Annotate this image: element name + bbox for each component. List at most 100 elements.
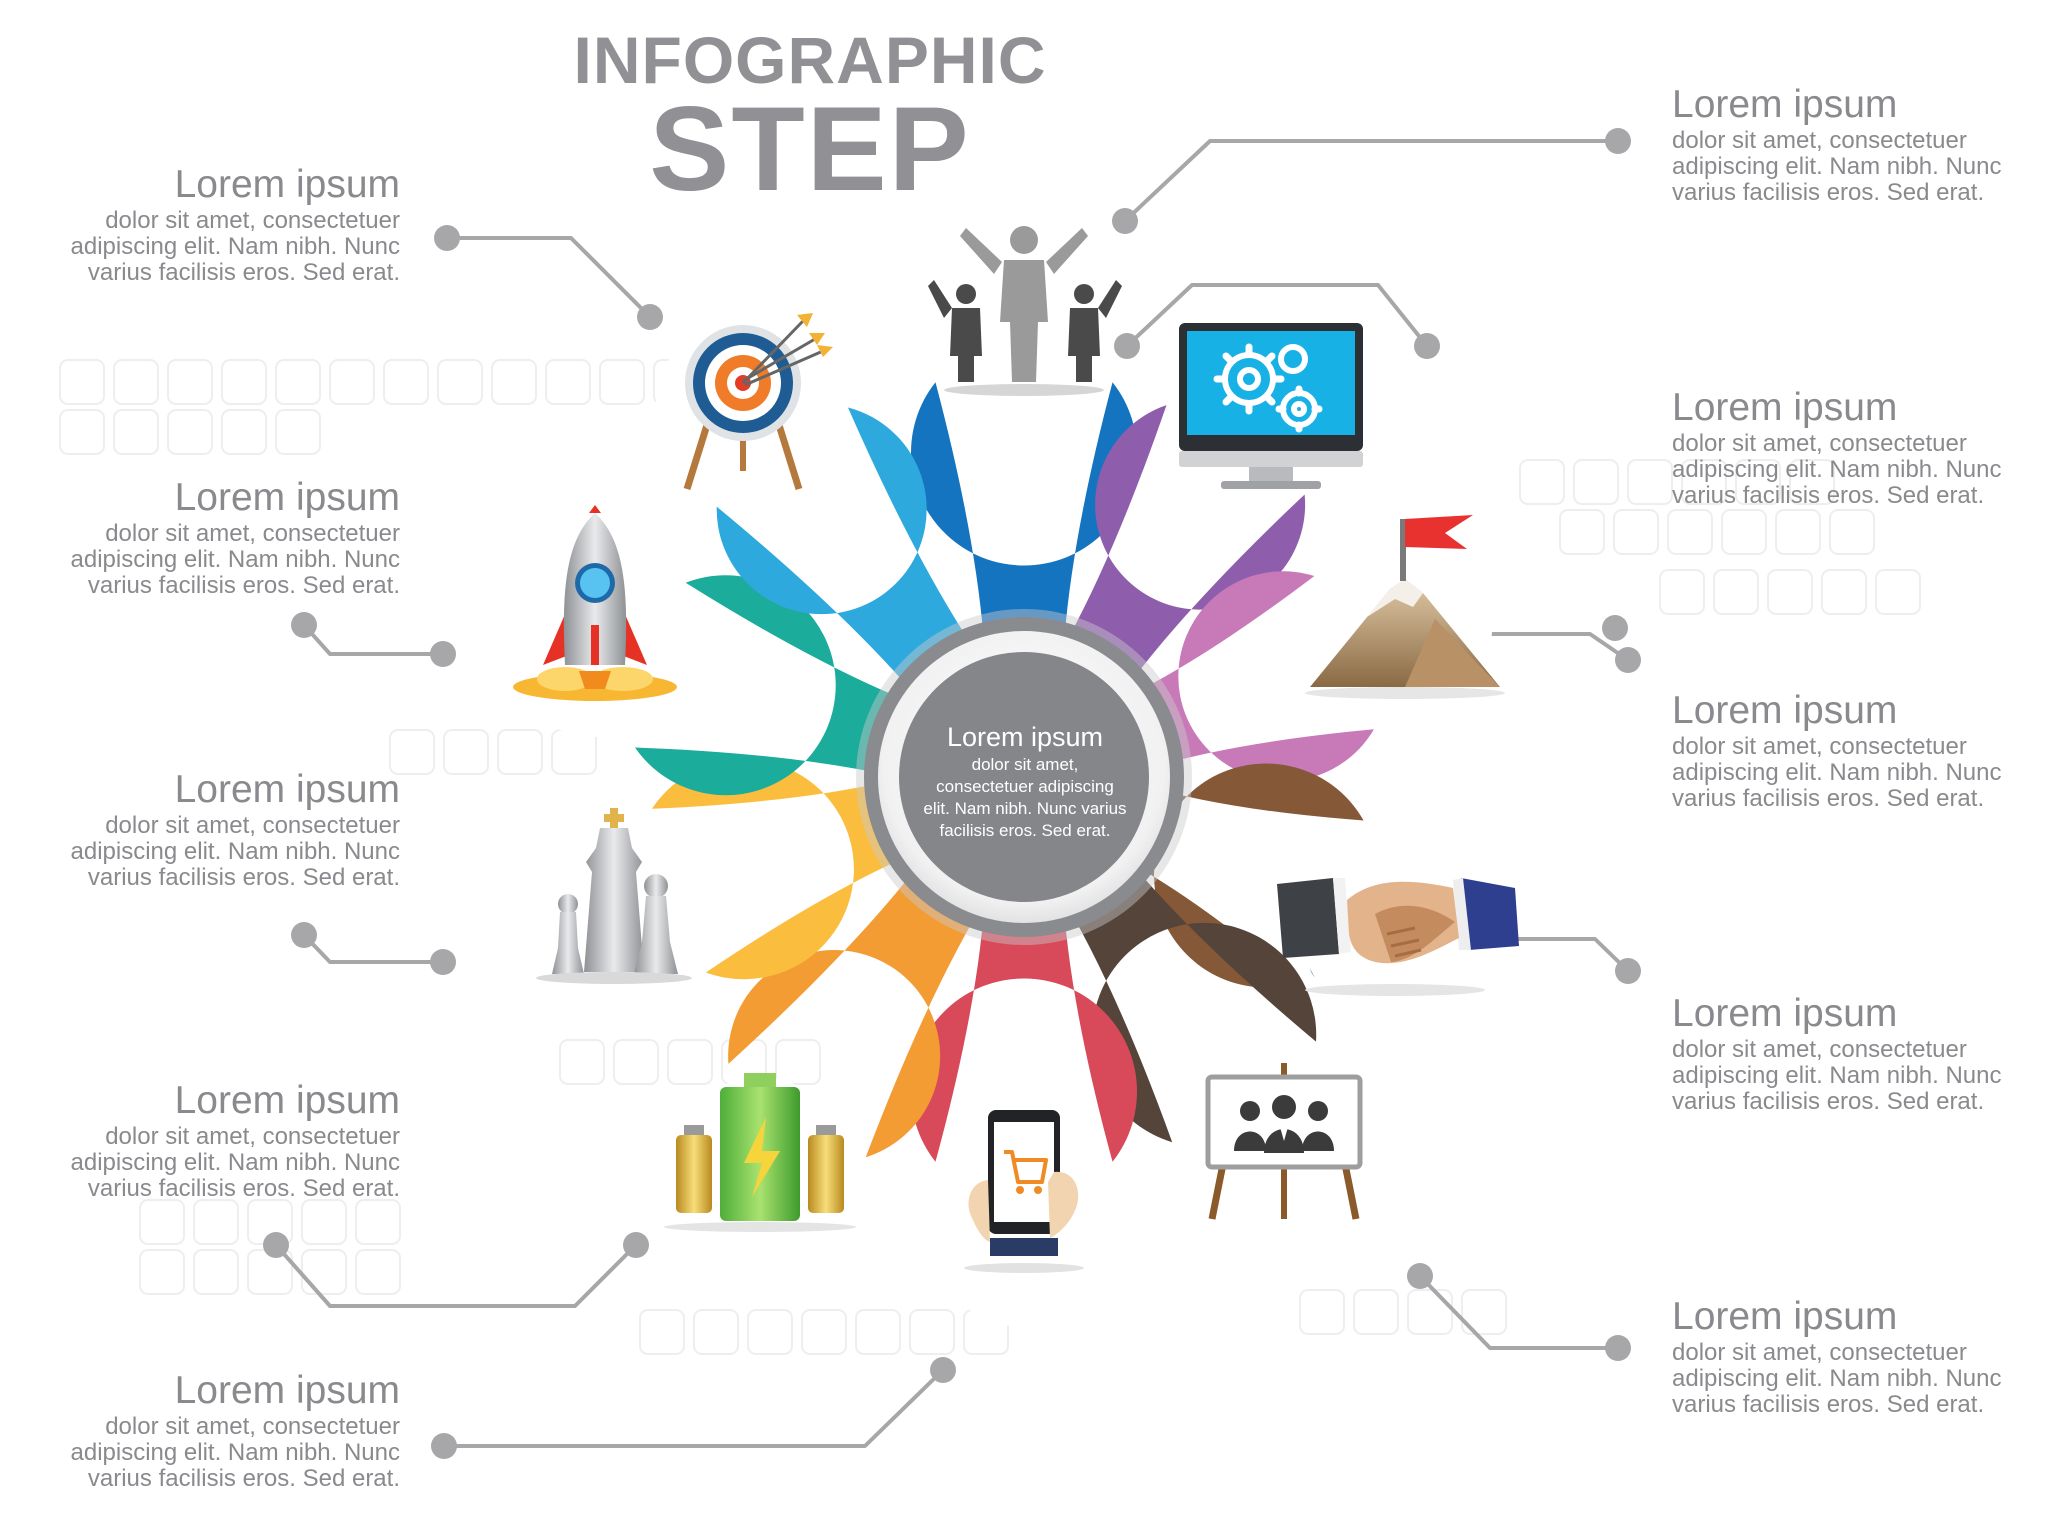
step-line: dolor sit amet, consectetuer — [105, 520, 400, 547]
step-line: varius facilisis eros. Sed erat. — [87, 864, 400, 891]
step-line: varius facilisis eros. Sed erat. — [87, 259, 400, 286]
connector-dot — [291, 612, 317, 638]
connector-dot — [431, 1433, 457, 1459]
connector-line — [1487, 632, 1630, 662]
title-step: STEP — [649, 82, 971, 216]
step-line: adipiscing elit. Nam nibh. Nunc — [70, 546, 401, 573]
connector-dot — [1602, 615, 1628, 641]
step-line: adipiscing elit. Nam nibh. Nunc — [1672, 759, 2002, 786]
connector-line — [444, 1368, 945, 1448]
monitor-gears-icon — [1179, 323, 1363, 489]
connector-dot — [434, 225, 460, 251]
step-line: varius facilisis eros. Sed erat. — [87, 1175, 400, 1202]
connector-line — [1123, 139, 1618, 223]
step-line: adipiscing elit. Nam nibh. Nunc — [1672, 153, 2002, 180]
background-tile-pattern — [59, 359, 1921, 1355]
connector-line — [302, 933, 443, 964]
handshake-icon — [1277, 878, 1519, 996]
step-line: dolor sit amet, consectetuer — [105, 1123, 400, 1150]
step-title: Lorem ipsum — [174, 1369, 400, 1412]
step-text-chess: Lorem ipsum dolor sit amet, consectetuer… — [0, 767, 401, 891]
step-text-presentation: Lorem ipsum dolor sit amet, consectetuer… — [1672, 1294, 2048, 1418]
step-line: varius facilisis eros. Sed erat. — [87, 1465, 400, 1492]
target-arrows-icon — [683, 313, 833, 491]
step-title: Lorem ipsum — [1672, 1295, 1898, 1338]
step-line: varius facilisis eros. Sed erat. — [1672, 785, 1985, 812]
connector-dot — [1112, 208, 1138, 234]
step-line: dolor sit amet, consectetuer — [1672, 127, 1967, 154]
step-line: adipiscing elit. Nam nibh. Nunc — [1672, 456, 2002, 483]
step-line: varius facilisis eros. Sed erat. — [1672, 482, 1985, 509]
step-text-people: Lorem ipsum dolor sit amet, consectetuer… — [1672, 82, 2048, 206]
center-hub-text: Lorem ipsum dolor sit amet, consectetuer… — [910, 720, 1140, 842]
step-text-rocket: Lorem ipsum dolor sit amet, consectetuer… — [0, 475, 401, 599]
connector-dot — [263, 1232, 289, 1258]
rocket-icon — [513, 505, 677, 701]
connector-line — [274, 1243, 638, 1308]
connector-line — [447, 236, 652, 319]
step-line: adipiscing elit. Nam nibh. Nunc — [1672, 1062, 2002, 1089]
step-text-battery: Lorem ipsum dolor sit amet, consectetuer… — [0, 1078, 401, 1202]
connector-lines — [263, 128, 1641, 1459]
step-title: Lorem ipsum — [1672, 689, 1898, 732]
step-text-monitor: Lorem ipsum dolor sit amet, consectetuer… — [1672, 385, 2048, 509]
connector-dot — [430, 641, 456, 667]
connector-dot — [1114, 333, 1140, 359]
step-text-mountain: Lorem ipsum dolor sit amet, consectetuer… — [1672, 688, 2048, 812]
step-title: Lorem ipsum — [1672, 83, 1898, 126]
step-title: Lorem ipsum — [174, 1079, 400, 1122]
connector-dot — [1605, 1335, 1631, 1361]
chess-pieces-icon — [536, 808, 692, 984]
connector-dot — [1414, 333, 1440, 359]
step-line: dolor sit amet, consectetuer — [105, 1413, 400, 1440]
connector-line — [302, 623, 443, 656]
step-line: adipiscing elit. Nam nibh. Nunc — [70, 838, 401, 865]
step-text-handshake: Lorem ipsum dolor sit amet, consectetuer… — [1672, 991, 2048, 1115]
people-icon — [928, 226, 1122, 396]
connector-dot — [1605, 128, 1631, 154]
connector-line — [1125, 283, 1429, 348]
connector-dot — [1615, 958, 1641, 984]
connector-dot — [1615, 647, 1641, 673]
petal-battery — [728, 831, 1004, 1158]
petal-target — [716, 407, 999, 727]
step-title: Lorem ipsum — [1672, 386, 1898, 429]
center-line: dolor sit amet, — [971, 755, 1079, 774]
step-line: varius facilisis eros. Sed erat. — [1672, 1391, 1985, 1418]
connector-dot — [291, 922, 317, 948]
step-line: varius facilisis eros. Sed erat. — [1672, 1088, 1985, 1115]
step-line: varius facilisis eros. Sed erat. — [1672, 179, 1985, 206]
step-title: Lorem ipsum — [174, 476, 400, 519]
step-line: dolor sit amet, consectetuer — [105, 207, 400, 234]
connector-dot — [637, 304, 663, 330]
presentation-board-icon — [1205, 1063, 1363, 1220]
center-hub — [856, 609, 1192, 945]
step-text-target: Lorem ipsum dolor sit amet, consectetuer… — [0, 162, 401, 286]
step-line: adipiscing elit. Nam nibh. Nunc — [70, 1149, 401, 1176]
step-text-phone: Lorem ipsum dolor sit amet, consectetuer… — [0, 1368, 401, 1492]
step-line: adipiscing elit. Nam nibh. Nunc — [70, 233, 401, 260]
center-line: consectetuer adipiscing — [936, 777, 1114, 796]
battery-icon — [664, 1073, 856, 1232]
center-title: Lorem ipsum — [946, 722, 1104, 752]
step-title: Lorem ipsum — [1672, 992, 1898, 1035]
connector-dot — [623, 1232, 649, 1258]
step-line: dolor sit amet, consectetuer — [105, 812, 400, 839]
title-infographic: INFOGRAPHIC — [573, 23, 1047, 97]
step-line: dolor sit amet, consectetuer — [1672, 430, 1967, 457]
step-line: dolor sit amet, consectetuer — [1672, 733, 1967, 760]
step-line: adipiscing elit. Nam nibh. Nunc — [1672, 1365, 2002, 1392]
step-line: dolor sit amet, consectetuer — [1672, 1339, 1967, 1366]
center-line: facilisis eros. Sed erat. — [939, 821, 1111, 840]
step-line: adipiscing elit. Nam nibh. Nunc — [70, 1439, 401, 1466]
step-line: varius facilisis eros. Sed erat. — [87, 572, 400, 599]
step-title: Lorem ipsum — [174, 768, 400, 811]
step-line: dolor sit amet, consectetuer — [1672, 1036, 1967, 1063]
connector-dot — [1407, 1263, 1433, 1289]
connector-dot — [430, 949, 456, 975]
center-line: elit. Nam nibh. Nunc varius — [923, 799, 1127, 818]
step-title: Lorem ipsum — [174, 163, 400, 206]
connector-line — [1418, 1274, 1618, 1350]
